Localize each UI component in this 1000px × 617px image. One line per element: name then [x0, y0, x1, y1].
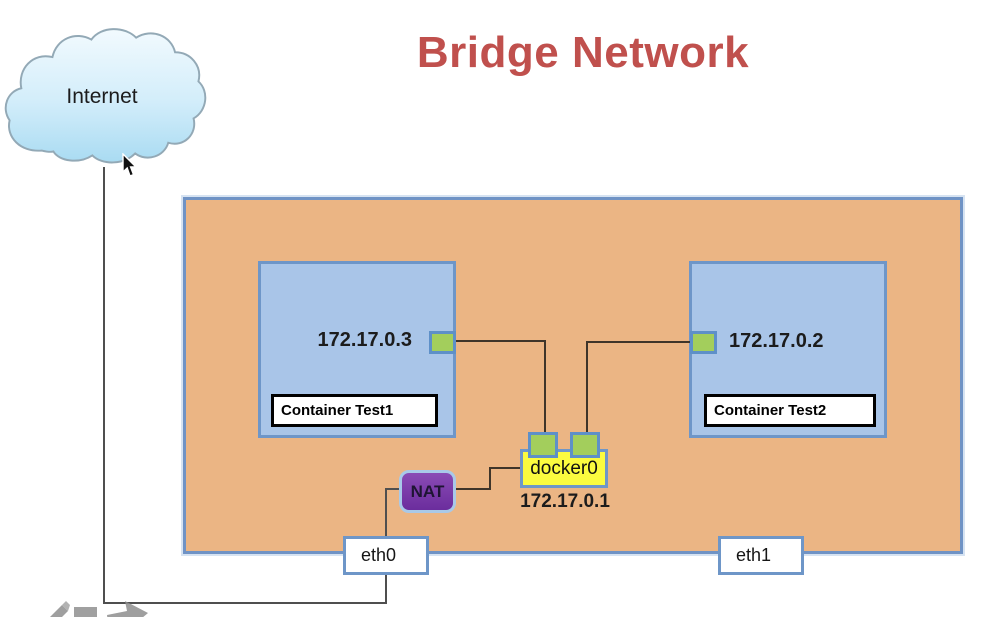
docker0-port-left-icon — [528, 432, 558, 458]
mouse-cursor-icon — [122, 153, 138, 177]
container-test2-ip: 172.17.0.2 — [729, 330, 824, 352]
pen-icon — [50, 601, 70, 617]
internet-label: Internet — [66, 85, 138, 108]
eth1-box: eth1 — [718, 536, 804, 575]
docker0-port-right-icon — [570, 432, 600, 458]
shape-icon — [74, 607, 97, 617]
container-test1-ip: 172.17.0.3 — [317, 329, 412, 351]
container-test1-label: Container Test1 — [271, 394, 438, 427]
eth0-box: eth0 — [343, 536, 429, 575]
container-test2-label: Container Test2 — [704, 394, 876, 427]
arrow-icon — [107, 601, 148, 617]
docker0-ip: 172.17.0.1 — [520, 491, 610, 512]
nat-box: NAT — [399, 470, 456, 513]
docker0-bridge-box: docker0 — [520, 449, 608, 488]
container-test2-nic-icon — [690, 331, 717, 354]
container-test1-nic-icon — [429, 331, 456, 354]
page-title: Bridge Network — [416, 28, 750, 77]
internet-cloud — [4, 28, 207, 164]
